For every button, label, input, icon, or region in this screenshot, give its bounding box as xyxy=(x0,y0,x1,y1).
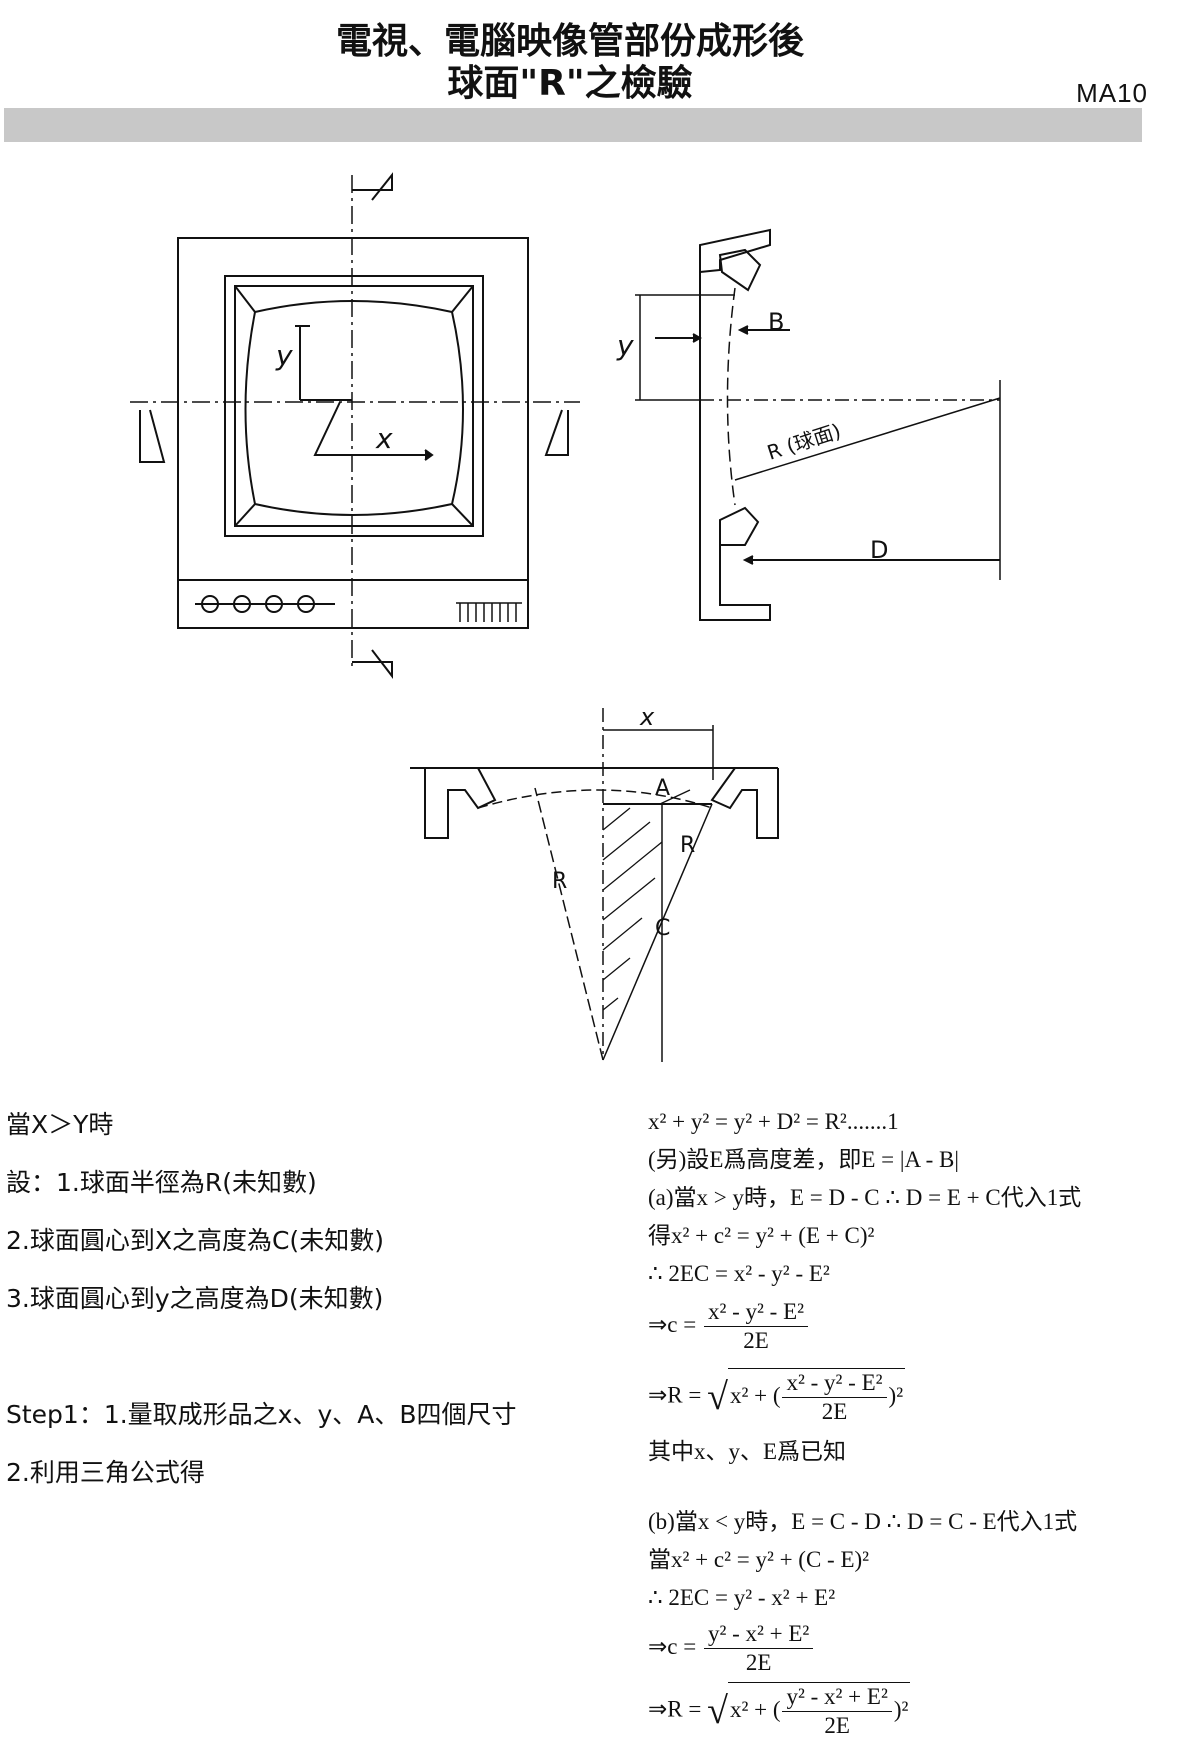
equation-2: (另)設E爲高度差，即E = |A - B| xyxy=(648,1147,959,1172)
side-view xyxy=(635,228,1001,621)
eq13-numerator: y² - x² + E² xyxy=(782,1683,892,1712)
assumption-3: 3.球面圓心到y之高度為D(未知數) xyxy=(6,1284,384,1313)
eq7-numerator: x² - y² - E² xyxy=(782,1369,887,1398)
equation-3: (a)當x > y時，E = D - C ∴ D = E + C代入1式 xyxy=(648,1185,1082,1210)
front-view xyxy=(130,172,580,679)
equation-11: ∴ 2EC = y² - x² + E² xyxy=(648,1585,836,1610)
step1-text: Step1：1.量取成形品之x、y、A、B四個尺寸 xyxy=(6,1400,517,1429)
equation-8: 其中x、y、E爲已知 xyxy=(648,1439,847,1464)
eq7-inner: x² + ( xyxy=(729,1382,781,1408)
label-x2: x xyxy=(639,703,655,731)
label-R-left: R xyxy=(552,869,567,894)
eq6-prefix: ⇒c = xyxy=(648,1311,697,1337)
eq7-suffix: )² xyxy=(888,1382,904,1408)
eq7-prefix: ⇒R = xyxy=(648,1382,702,1408)
equation-9: (b)當x < y時，E = C - D ∴ D = C - E代入1式 xyxy=(648,1509,1078,1534)
equation-4: 得x² + c² = y² + (E + C)² xyxy=(648,1223,875,1248)
header-divider-bar xyxy=(4,108,1142,142)
eq6-denominator: 2E xyxy=(743,1328,769,1353)
eq7-denominator: 2E xyxy=(821,1399,848,1424)
technical-drawing: y x y B D R (球面) xyxy=(130,172,1001,1062)
equation-10: 當x² + c² = y² + (C - E)² xyxy=(648,1547,870,1572)
condition-text: 當X＞Y時 xyxy=(6,1110,114,1139)
equation-5: ∴ 2EC = x² - y² - E² xyxy=(648,1261,830,1286)
eq12-denominator: 2E xyxy=(745,1650,772,1675)
label-R-right: R xyxy=(680,833,695,858)
label-D: D xyxy=(870,536,888,564)
sqrt-symbol-2: √ xyxy=(707,1690,728,1732)
eq13-suffix: )² xyxy=(893,1696,909,1722)
label-A: A xyxy=(655,776,670,801)
equation-1: x² + y² = y² + D² = R².......1 xyxy=(648,1109,899,1134)
title-line-2: 球面"R"之檢驗 xyxy=(447,63,693,104)
step2-text: 2.利用三角公式得 xyxy=(6,1458,205,1487)
eq13-inner: x² + ( xyxy=(729,1696,781,1722)
label-y: y xyxy=(275,339,293,372)
bottom-view xyxy=(410,708,779,1062)
label-C: C xyxy=(655,916,670,941)
label-B: B xyxy=(768,308,784,336)
eq12-numerator: y² - x² + E² xyxy=(703,1620,814,1649)
title-line-1: 電視、電腦映像管部份成形後 xyxy=(335,21,804,62)
eq6-numerator: x² - y² - E² xyxy=(703,1298,809,1327)
eq13-denominator: 2E xyxy=(824,1713,850,1738)
label-x: x xyxy=(375,422,393,455)
label-R-sphere: R (球面) xyxy=(764,418,844,464)
eq12-prefix: ⇒c = xyxy=(648,1633,697,1659)
label-side-y: y xyxy=(616,329,634,362)
sqrt-symbol: √ xyxy=(707,1376,728,1418)
assumption-1: 設：1.球面半徑為R(未知數) xyxy=(6,1168,317,1197)
document-code: MA10 xyxy=(1076,78,1148,108)
eq13-prefix: ⇒R = xyxy=(648,1696,702,1722)
assumption-2: 2.球面圓心到X之高度為C(未知數) xyxy=(6,1226,384,1255)
